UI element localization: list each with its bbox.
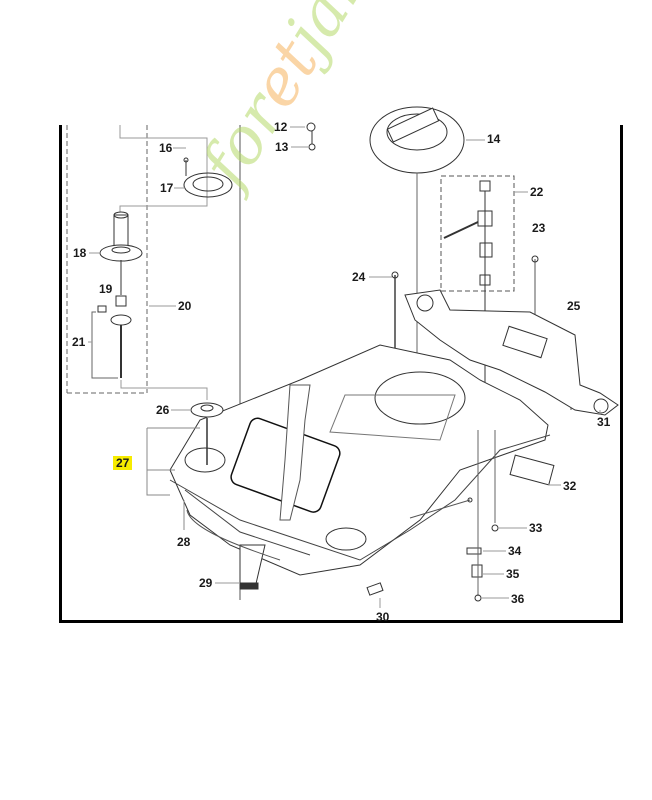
- part-label-22: 22: [530, 185, 544, 199]
- part-label-21: 21: [72, 335, 86, 349]
- part-label-35: 35: [506, 567, 520, 581]
- part-label-31: 31: [597, 415, 611, 429]
- part-14-cover: [369, 106, 465, 420]
- part-21-probe: [91, 295, 208, 400]
- part-label-17: 17: [160, 181, 174, 195]
- part-label-28: 28: [177, 535, 191, 549]
- part-label-19: 19: [99, 282, 113, 296]
- part-label-30: 30: [376, 610, 390, 624]
- part-12-13-fastener: [306, 122, 316, 151]
- part-label-25: 25: [567, 299, 581, 313]
- part-label-13: 13: [275, 140, 289, 154]
- part-label-26: 26: [156, 403, 170, 417]
- housing-body: [169, 344, 549, 576]
- part-label-32: 32: [563, 479, 577, 493]
- part-label-18: 18: [73, 246, 87, 260]
- part-label-23: 23: [532, 221, 546, 235]
- part-label-34: 34: [508, 544, 522, 558]
- part-label-29: 29: [199, 576, 213, 590]
- part-label-12: 12: [274, 120, 288, 134]
- part-label-27-highlighted[interactable]: 27: [113, 456, 133, 470]
- part-22-kit: [440, 175, 515, 420]
- part-label-20: 20: [178, 299, 192, 313]
- part-18-tube: [99, 211, 143, 295]
- part-17-ring: [183, 157, 233, 198]
- part-label-33: 33: [529, 521, 543, 535]
- part-31-bracket: [404, 289, 619, 416]
- diagram-frame: [59, 125, 623, 623]
- part-label-14: 14: [487, 132, 501, 146]
- part-label-16: 16: [159, 141, 173, 155]
- part-label-36: 36: [511, 592, 525, 606]
- leader-lines: [88, 126, 601, 608]
- part-label-24: 24: [352, 270, 366, 284]
